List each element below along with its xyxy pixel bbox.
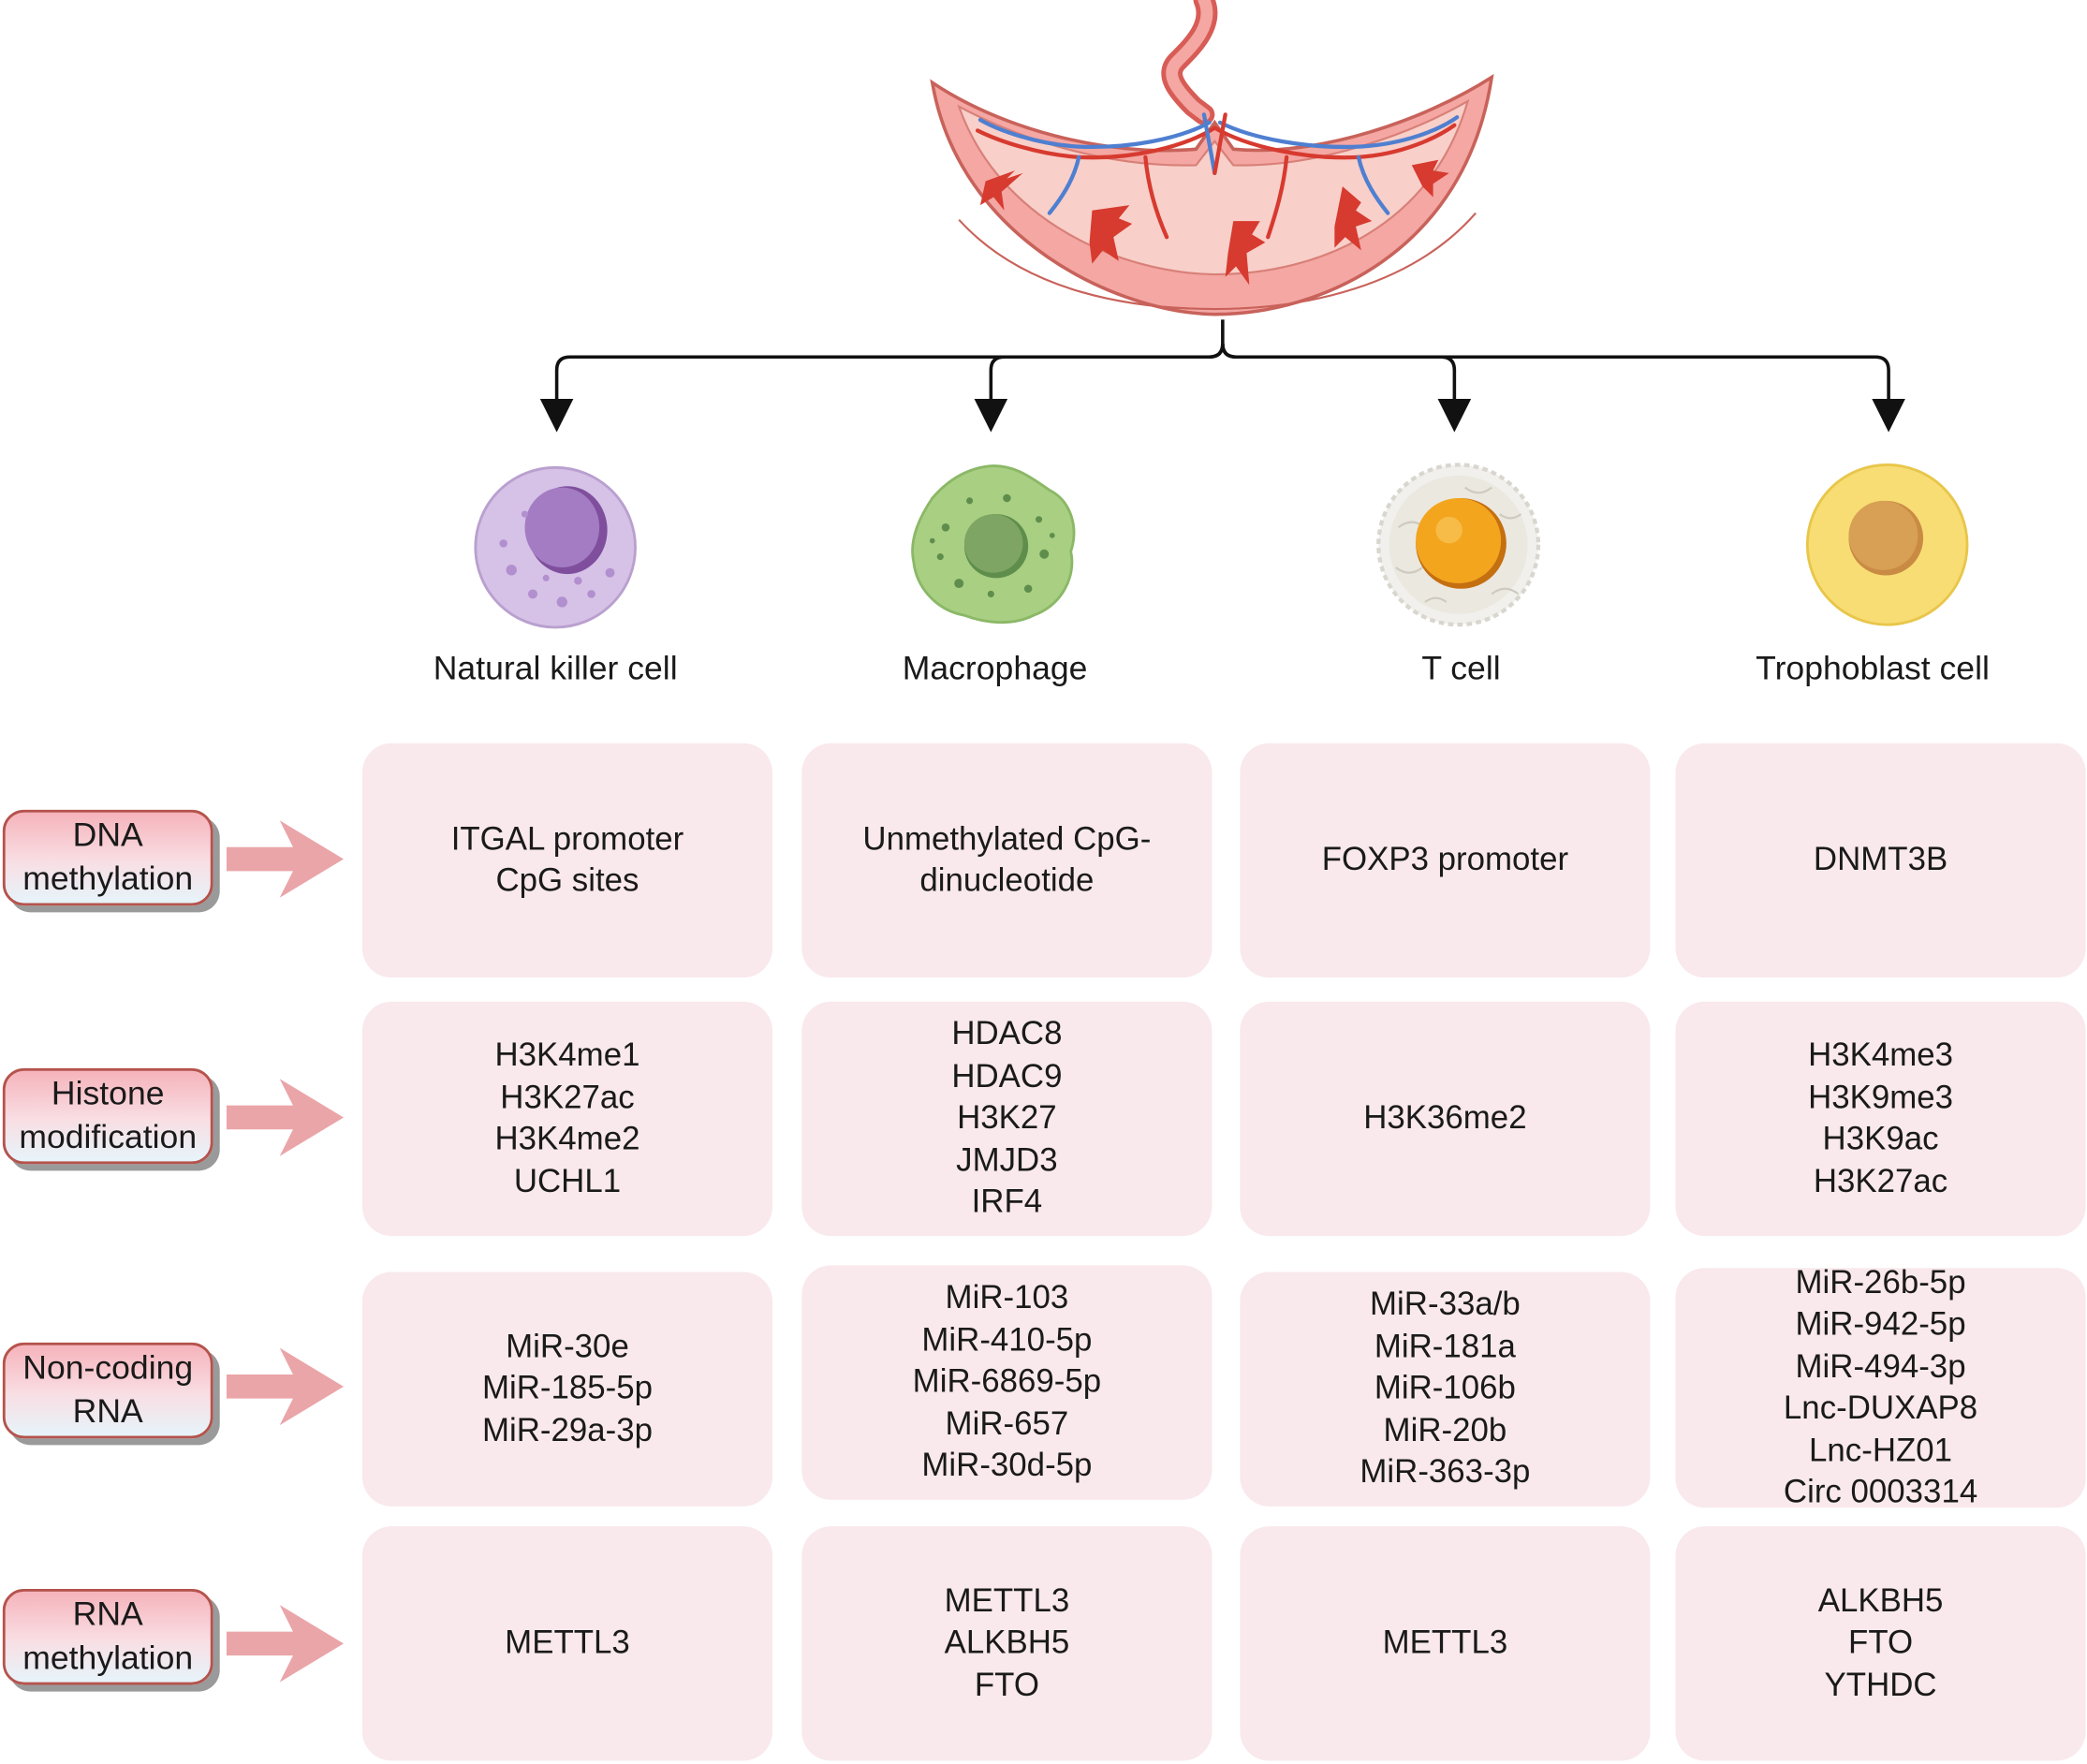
right-arrow-icon <box>226 1605 345 1683</box>
card-histone-trophoblast: H3K4me3 H3K9me3 H3K9ac H3K27ac <box>1675 1001 2086 1237</box>
trophoblast-cell-icon <box>1805 463 1969 626</box>
t-cell-icon <box>1376 463 1541 627</box>
mechanism-label-dna-methylation: DNA methylation <box>2 809 213 906</box>
card-histone-nk: H3K4me1 H3K27ac H3K4me2 UCHL1 <box>361 1001 773 1237</box>
card-histone-t-cell: H3K36me2 <box>1240 1001 1651 1237</box>
card-rna-t-cell: METTL3 <box>1240 1526 1651 1761</box>
card-dna-trophoblast: DNMT3B <box>1675 742 2086 978</box>
cell-label-trophoblast: Trophoblast cell <box>1756 650 1990 688</box>
card-dna-nk: ITGAL promoter CpG sites <box>361 742 773 978</box>
cell-label-t-cell: T cell <box>1421 650 1501 688</box>
cell-label-macrophage: Macrophage <box>902 650 1088 688</box>
branch-connector <box>539 319 1905 433</box>
card-ncrna-nk: MiR-30e MiR-185-5p MiR-29a-3p <box>361 1272 773 1507</box>
right-arrow-icon <box>226 1079 345 1156</box>
mechanism-label-non-coding-rna: Non-coding RNA <box>2 1342 213 1439</box>
card-ncrna-trophoblast: MiR-26b-5p MiR-942-5p MiR-494-3p Lnc-DUX… <box>1675 1265 2086 1510</box>
cell-label-nk: Natural killer cell <box>433 650 678 688</box>
card-ncrna-macrophage: MiR-103 MiR-410-5p MiR-6869-5p MiR-657 M… <box>801 1265 1213 1500</box>
right-arrow-icon <box>226 820 345 898</box>
placenta-icon <box>930 0 1494 316</box>
card-dna-macrophage: Unmethylated CpG- dinucleotide <box>801 742 1213 978</box>
card-ncrna-t-cell: MiR-33a/b MiR-181a MiR-106b MiR-20b MiR-… <box>1240 1272 1651 1507</box>
card-dna-t-cell: FOXP3 promoter <box>1240 742 1651 978</box>
card-rna-trophoblast: ALKBH5 FTO YTHDC <box>1675 1526 2086 1761</box>
card-histone-macrophage: HDAC8 HDAC9 H3K27 JMJD3 IRF4 <box>801 1001 1213 1237</box>
macrophage-icon <box>911 464 1076 625</box>
mechanism-label-rna-methylation: RNA methylation <box>2 1589 213 1685</box>
right-arrow-icon <box>226 1347 345 1426</box>
card-rna-macrophage: METTL3 ALKBH5 FTO <box>801 1526 1213 1761</box>
mechanism-label-histone-modification: Histone modification <box>2 1067 213 1165</box>
nk-cell-icon <box>474 465 637 629</box>
card-rna-nk: METTL3 <box>361 1526 773 1761</box>
